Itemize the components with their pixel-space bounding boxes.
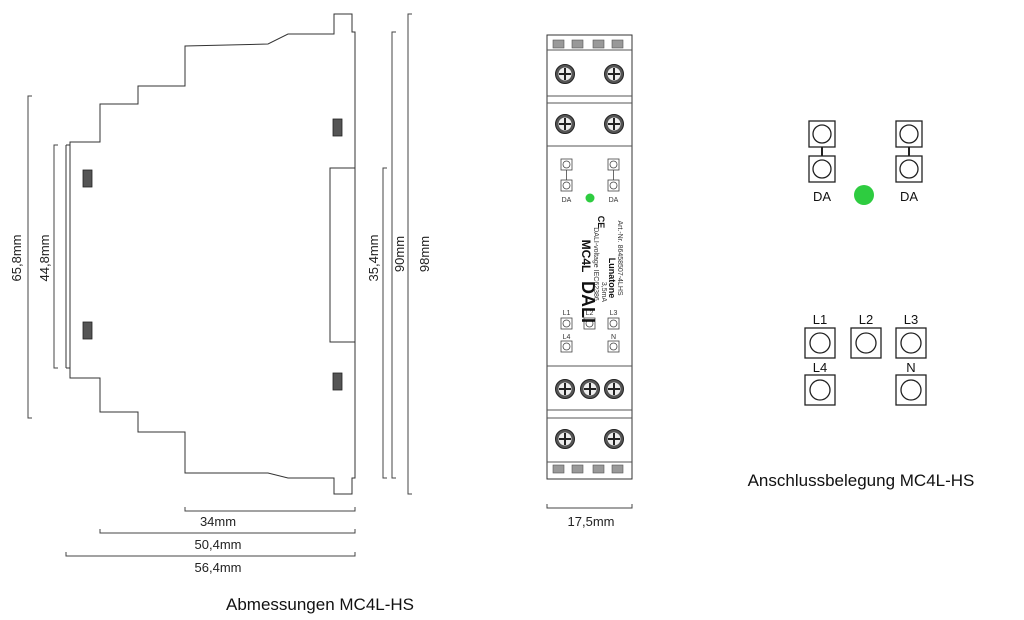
screw-icon: [604, 114, 624, 134]
pinout-label-da-right: DA: [900, 189, 918, 204]
front-view-bottom-tabs: [552, 464, 624, 474]
dimension-label-98mm: 98mm: [417, 236, 432, 272]
front-label-da-right: DA: [609, 197, 619, 204]
pinout-status-led: [854, 185, 874, 205]
front-view-status-led: [585, 193, 595, 203]
dimension-label-34mm: 34mm: [200, 514, 236, 529]
side-view-din-clip: [329, 167, 355, 343]
pinout-label-l1: L1: [813, 312, 827, 327]
screw-icon: [555, 64, 575, 84]
side-view-slots: [82, 118, 343, 391]
side-view: [65, 13, 356, 495]
front-view-screws: [555, 64, 624, 449]
horizontal-dimension-lines: [65, 504, 633, 557]
front-label-n: N: [611, 334, 616, 341]
front-view-branding: DALI MC4L DALI-voltage IEC62386 3,5mA Lu…: [578, 216, 623, 323]
screw-icon: [604, 429, 624, 449]
screw-icon: [555, 114, 575, 134]
brand-dali: DALI: [578, 281, 598, 323]
screw-icon: [604, 64, 624, 84]
front-label-l4: L4: [563, 334, 571, 341]
brand-model: MC4L: [579, 240, 593, 273]
pinout-label-l4: L4: [813, 360, 827, 375]
pinout-terminals: [804, 120, 927, 406]
pinout-bridges: [821, 147, 910, 156]
front-label-l3: L3: [610, 310, 618, 317]
dimension-label-56-4mm: 56,4mm: [195, 560, 242, 575]
screw-icon: [604, 379, 624, 399]
dimension-label-17-5mm: 17,5mm: [568, 514, 615, 529]
dimension-label-65-8mm: 65,8mm: [9, 235, 24, 282]
side-view-outline: [69, 13, 356, 495]
pinout-label-l2: L2: [859, 312, 873, 327]
front-view: DA DA L1 L2 L3 L4 N DALI MC4L DALI-volta…: [546, 34, 633, 480]
device-current-text: 3,5mA: [600, 282, 607, 303]
front-label-da-left: DA: [562, 197, 572, 204]
front-view-top-tabs: [552, 39, 624, 49]
brand-lunatone: Lunatone: [607, 258, 617, 299]
dimension-label-90mm: 90mm: [392, 236, 407, 272]
front-view-terminals: [560, 158, 620, 353]
front-view-outline: [546, 34, 633, 480]
pinout-label-l3: L3: [904, 312, 918, 327]
pinout-label-da-left: DA: [813, 189, 831, 204]
device-article-number: Art.-Nr. 86458507-4LHS: [616, 220, 623, 295]
screw-icon: [555, 429, 575, 449]
front-view-divider-lines: [547, 49, 632, 463]
caption-dimensions: Abmessungen MC4L-HS: [226, 595, 414, 614]
device-voltage-text: DALI-voltage IEC62386: [592, 227, 599, 301]
pinout-label-n: N: [906, 360, 915, 375]
screw-icon: [555, 379, 575, 399]
caption-pinout: Anschlussbelegung MC4L-HS: [748, 471, 975, 490]
dimension-label-44-8mm: 44,8mm: [37, 235, 52, 282]
front-label-l1: L1: [563, 310, 571, 317]
vertical-dimension-lines: [27, 13, 412, 495]
front-label-l2: L2: [586, 310, 594, 317]
screw-icon: [580, 379, 600, 399]
ce-mark: CE: [596, 216, 606, 229]
dimension-label-50-4mm: 50,4mm: [195, 537, 242, 552]
dimension-label-35-4mm: 35,4mm: [366, 235, 381, 282]
